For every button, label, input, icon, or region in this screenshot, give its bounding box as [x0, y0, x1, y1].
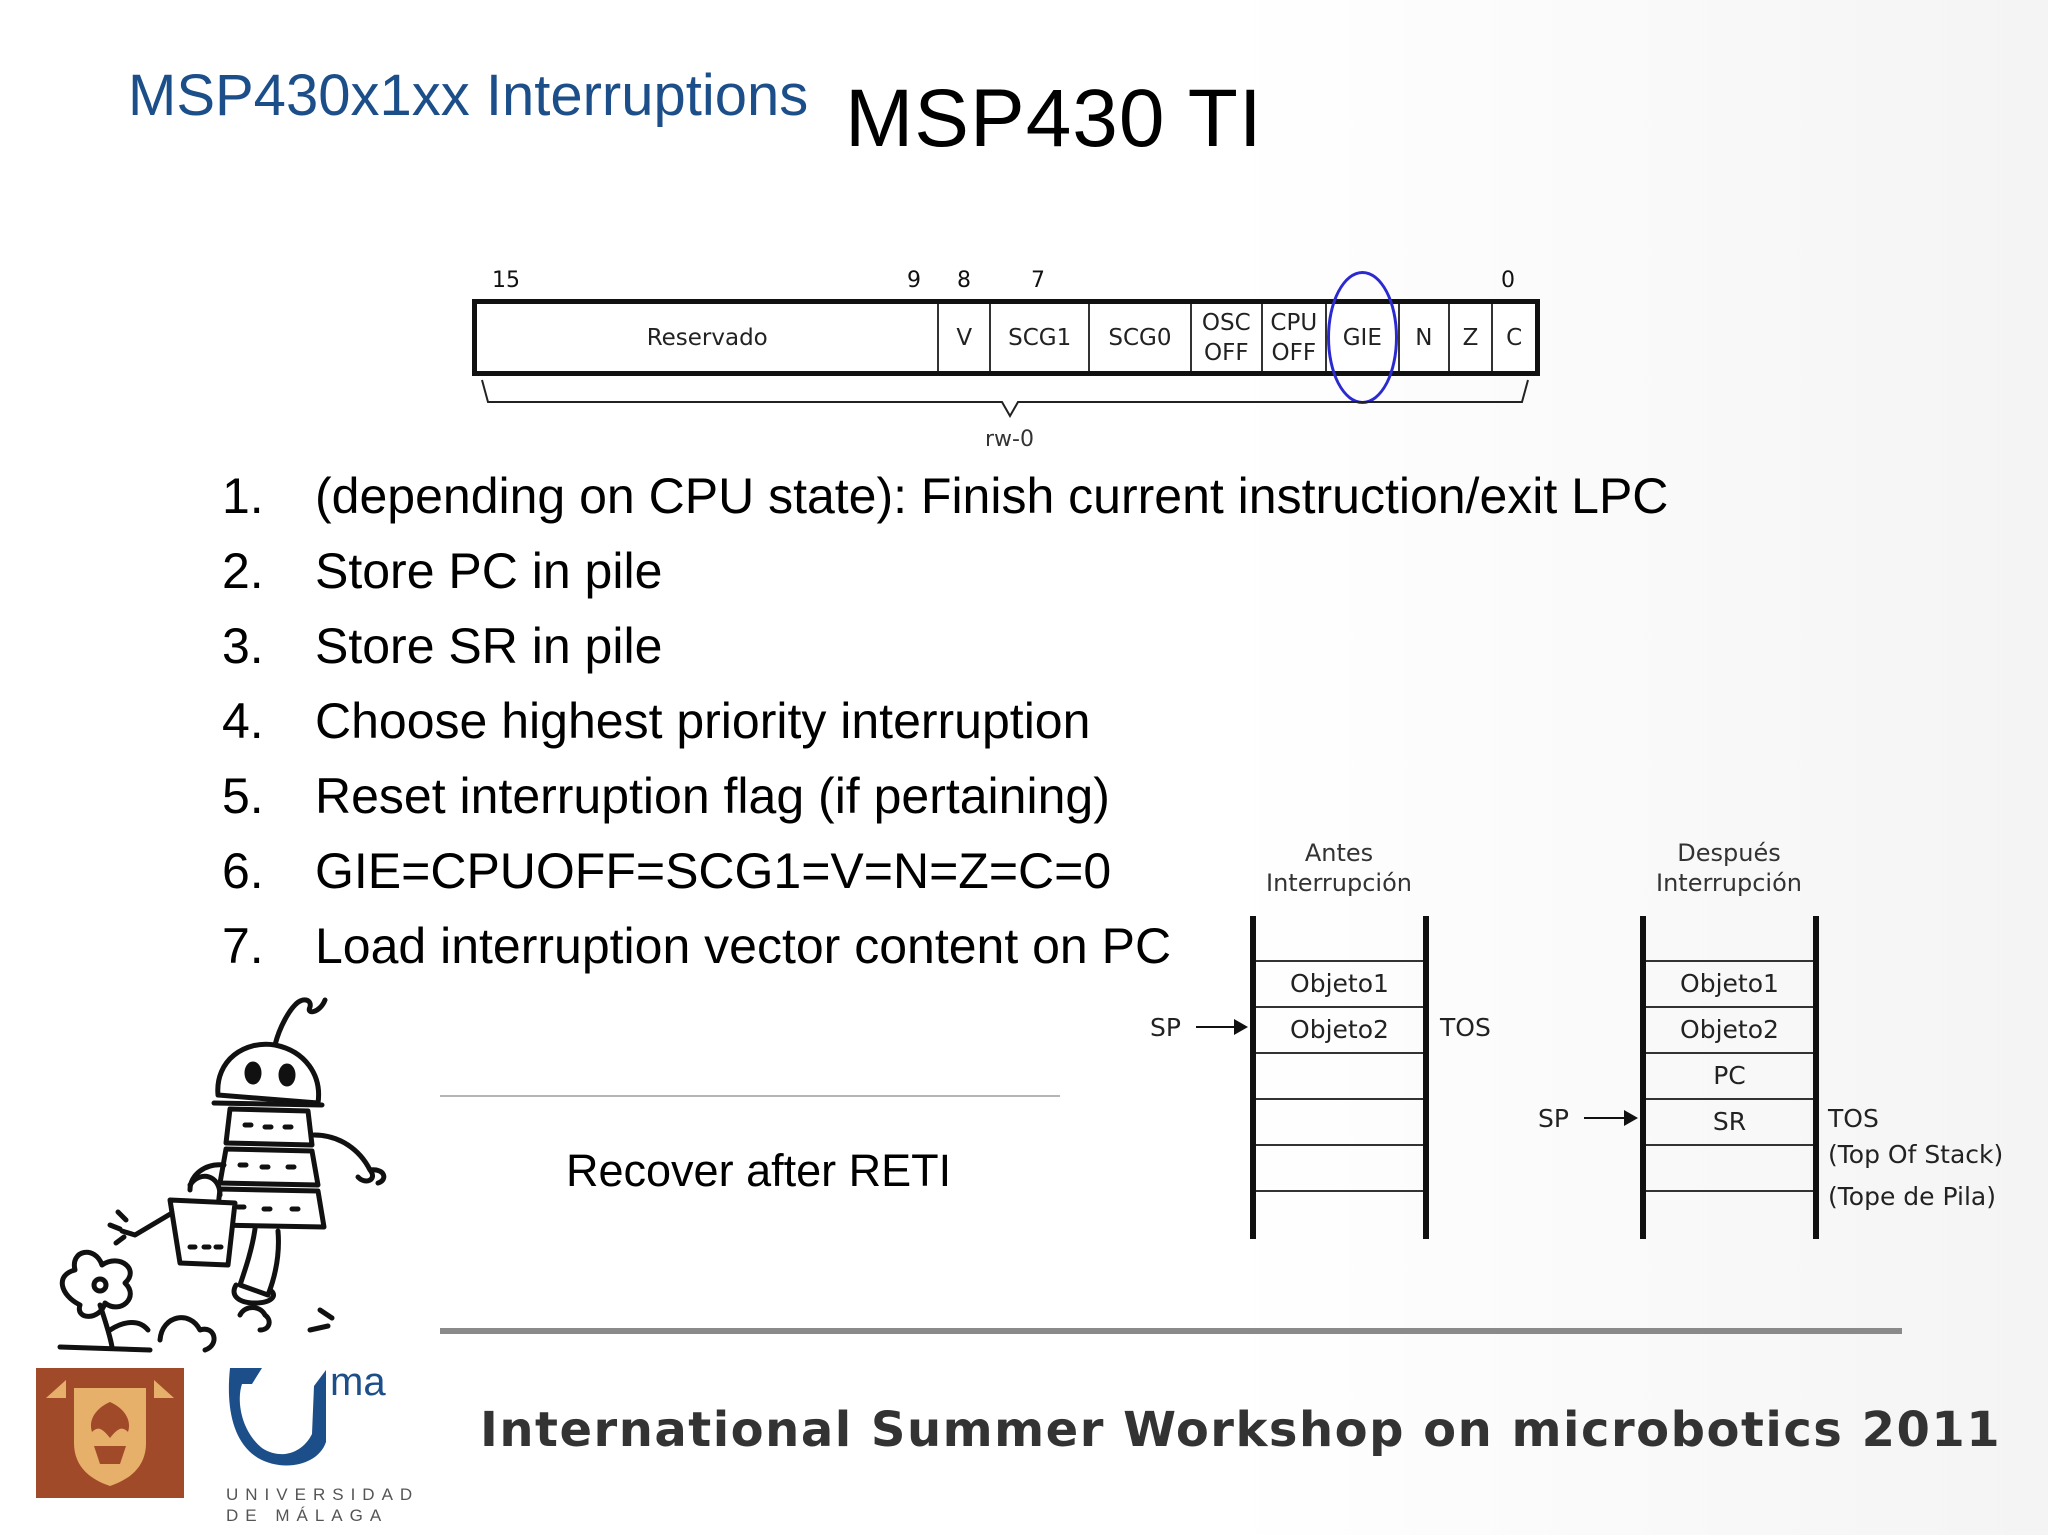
register-field-scg1: SCG1	[989, 304, 1088, 371]
step-number: 2.	[222, 543, 264, 599]
uma-university-name: UNIVERSIDAD DE MÁLAGA	[226, 1484, 419, 1526]
step-item: 6. GIE=CPUOFF=SCG1=V=N=Z=C=0	[222, 840, 1668, 915]
stack-before-title: Antes Interrupción	[1260, 838, 1418, 898]
stack-slot	[1256, 1146, 1423, 1192]
bit-number-15: 15	[492, 268, 520, 293]
bit-number-9: 9	[907, 268, 921, 293]
uma-logo-mark	[228, 1368, 326, 1466]
stack-after-sp-label: SP	[1538, 1104, 1569, 1133]
step-text: Load interruption vector content on PC	[315, 918, 1172, 974]
register-field-scg0: SCG0	[1088, 304, 1189, 371]
uma-line1: UNIVERSIDAD	[226, 1485, 420, 1504]
step-text: Choose highest priority interruption	[315, 693, 1091, 749]
stack-slot: Objeto2	[1256, 1008, 1423, 1054]
step-number: 1.	[222, 468, 264, 524]
register-brace	[481, 379, 1529, 418]
stack-slot: Objeto1	[1646, 962, 1813, 1008]
step-item: 5. Reset interruption flag (if pertaining…	[222, 765, 1668, 840]
ghost-title: MSP430 TI	[845, 73, 1263, 164]
stack-slot: Objeto1	[1256, 962, 1423, 1008]
register-field-oscoff: OSC OFF	[1189, 304, 1261, 371]
university-crest-logo	[36, 1368, 184, 1498]
step-text: Reset interruption flag (if pertaining)	[315, 768, 1110, 824]
stack-slot: SR	[1646, 1100, 1813, 1146]
stack-after-tos-label: TOS	[1828, 1104, 1879, 1133]
step-number: 5.	[222, 768, 264, 824]
stack-after-title-line2: Interrupción	[1656, 869, 1802, 897]
stack-before-sp-label: SP	[1150, 1013, 1181, 1042]
step-number: 6.	[222, 843, 264, 899]
recover-text: Recover after RETI	[566, 1145, 952, 1196]
stack-slot: Objeto2	[1646, 1008, 1813, 1054]
bit-number-8: 8	[957, 268, 971, 293]
step-number: 4.	[222, 693, 264, 749]
step-text: GIE=CPUOFF=SCG1=V=N=Z=C=0	[315, 843, 1112, 899]
step-text: Store SR in pile	[315, 618, 663, 674]
access-label: rw-0	[985, 427, 1034, 452]
register-field-cpuoff: CPU OFF	[1261, 304, 1325, 371]
uma-logo-ma: ma	[330, 1360, 386, 1404]
stack-slot	[1646, 1146, 1813, 1192]
stack-top-gap	[1256, 916, 1423, 962]
stack-after-tos-note-es: (Tope de Pila)	[1828, 1182, 1996, 1211]
step-number: 3.	[222, 618, 264, 674]
step-text: (depending on CPU state): Finish current…	[315, 468, 1669, 524]
stack-slot: PC	[1646, 1054, 1813, 1100]
step-item: 2. Store PC in pile	[222, 540, 1668, 615]
stack-after-sp-arrow	[1584, 1110, 1638, 1126]
uma-line2: DE MÁLAGA	[226, 1506, 389, 1525]
step-item: 1. (depending on CPU state): Finish curre…	[222, 465, 1668, 540]
stack-before-sp-arrow	[1196, 1019, 1248, 1035]
stack-before-title-line1: Antes	[1304, 839, 1374, 867]
stack-after: Objeto1 Objeto2 PC SR	[1640, 916, 1819, 1239]
step-number: 7.	[222, 918, 264, 974]
bit-number-0: 0	[1501, 268, 1515, 293]
interrupt-steps-list: 1. (depending on CPU state): Finish curre…	[222, 465, 1668, 990]
stack-before: Objeto1 Objeto2	[1250, 916, 1429, 1239]
stack-slot	[1256, 1100, 1423, 1146]
thin-divider	[440, 1095, 1060, 1097]
stack-after-title-line1: Después	[1677, 839, 1781, 867]
stack-top-gap	[1646, 916, 1813, 962]
register-field-n: N	[1398, 304, 1448, 371]
step-item: 4. Choose highest priority interruption	[222, 690, 1668, 765]
stack-after-tos-note-en: (Top Of Stack)	[1828, 1140, 2004, 1169]
slide-title: MSP430x1xx Interruptions	[128, 63, 809, 128]
step-item: 7. Load interruption vector content on PC	[222, 915, 1668, 990]
robot-gardener-illustration	[57, 997, 387, 1353]
register-field-reservado: Reservado	[646, 324, 768, 351]
stack-before-title-line2: Interrupción	[1266, 869, 1412, 897]
register-field-v: V	[937, 304, 989, 371]
stack-before-tos-label: TOS	[1440, 1013, 1491, 1042]
register-field-z: Z	[1447, 304, 1492, 371]
stack-slot	[1256, 1054, 1423, 1100]
bit-number-7: 7	[1031, 268, 1045, 293]
footer-divider	[440, 1328, 1902, 1334]
step-text: Store PC in pile	[315, 543, 663, 599]
step-item: 3. Store SR in pile	[222, 615, 1668, 690]
register-field-c: C	[1491, 304, 1535, 371]
stack-after-title: Después Interrupción	[1650, 838, 1808, 898]
workshop-footer: International Summer Workshop on microbo…	[480, 1402, 2002, 1458]
